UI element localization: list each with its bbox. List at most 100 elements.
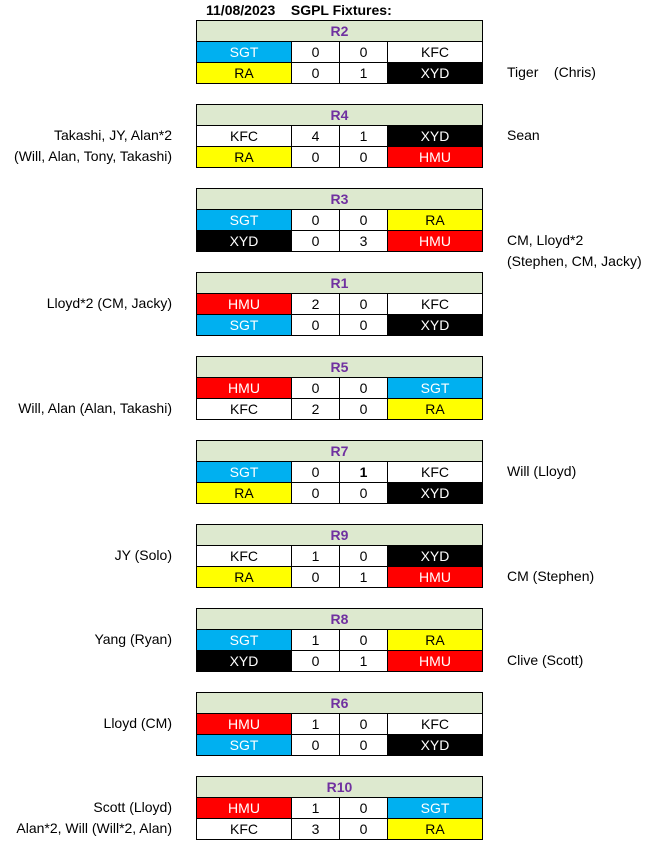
away-score: 0 bbox=[339, 209, 388, 231]
away-team: HMU bbox=[387, 230, 483, 252]
away-scorers-note: CM (Stephen) bbox=[507, 568, 595, 584]
round-label: R7 bbox=[196, 440, 483, 462]
away-score: 3 bbox=[339, 230, 388, 252]
away-team: HMU bbox=[387, 566, 483, 588]
round-label: R4 bbox=[196, 104, 483, 126]
away-scorers-note: Will (Lloyd) bbox=[507, 463, 577, 479]
away-score: 0 bbox=[339, 146, 388, 168]
away-team: HMU bbox=[387, 146, 483, 168]
home-scorers-note: Scott (Lloyd) bbox=[93, 799, 172, 815]
away-team: XYD bbox=[387, 734, 483, 756]
away-team: XYD bbox=[387, 545, 483, 567]
fixtures-title: SGPL Fixtures: bbox=[290, 2, 392, 18]
home-team: KFC bbox=[196, 125, 292, 147]
home-score: 0 bbox=[291, 62, 340, 84]
home-team: RA bbox=[196, 146, 292, 168]
round-label: R3 bbox=[196, 188, 483, 210]
home-scorers-note: Will, Alan (Alan, Takashi) bbox=[18, 400, 172, 416]
home-score: 0 bbox=[291, 230, 340, 252]
away-team: XYD bbox=[387, 62, 483, 84]
home-score: 0 bbox=[291, 146, 340, 168]
away-scorers-note: CM, Lloyd*2 bbox=[507, 232, 584, 248]
away-score: 0 bbox=[339, 545, 388, 567]
fixture-date: 11/08/2023 bbox=[206, 2, 276, 18]
away-team: KFC bbox=[387, 293, 483, 315]
home-score: 2 bbox=[291, 398, 340, 420]
away-scorers-note: Sean bbox=[507, 127, 540, 143]
away-score: 1 bbox=[339, 650, 388, 672]
home-team: KFC bbox=[196, 545, 292, 567]
away-score: 1 bbox=[339, 62, 388, 84]
away-scorers-note: Clive (Scott) bbox=[507, 652, 584, 668]
away-score: 1 bbox=[339, 461, 388, 483]
home-team: HMU bbox=[196, 797, 292, 819]
away-team: SGT bbox=[387, 377, 483, 399]
away-score: 0 bbox=[339, 377, 388, 399]
away-team: HMU bbox=[387, 650, 483, 672]
away-team: KFC bbox=[387, 41, 483, 63]
away-team: XYD bbox=[387, 314, 483, 336]
home-score: 0 bbox=[291, 650, 340, 672]
home-score: 0 bbox=[291, 377, 340, 399]
away-team: RA bbox=[387, 209, 483, 231]
home-score: 1 bbox=[291, 629, 340, 651]
away-score: 0 bbox=[339, 398, 388, 420]
away-score: 0 bbox=[339, 818, 388, 840]
home-team: SGT bbox=[196, 314, 292, 336]
home-team: XYD bbox=[196, 230, 292, 252]
away-score: 0 bbox=[339, 41, 388, 63]
home-team: SGT bbox=[196, 461, 292, 483]
away-team: KFC bbox=[387, 713, 483, 735]
round-label: R10 bbox=[196, 776, 483, 798]
home-score: 3 bbox=[291, 818, 340, 840]
away-scorers-note: Tiger (Chris) bbox=[507, 64, 596, 80]
round-label: R1 bbox=[196, 272, 483, 294]
assists-note: (Stephen, CM, Jacky) bbox=[507, 253, 642, 269]
away-team: RA bbox=[387, 398, 483, 420]
away-team: KFC bbox=[387, 461, 483, 483]
home-scorers-note: Alan*2, Will (Will*2, Alan) bbox=[16, 820, 172, 836]
away-team: SGT bbox=[387, 797, 483, 819]
home-team: RA bbox=[196, 62, 292, 84]
home-team: SGT bbox=[196, 629, 292, 651]
home-score: 2 bbox=[291, 293, 340, 315]
home-score: 0 bbox=[291, 41, 340, 63]
away-score: 0 bbox=[339, 314, 388, 336]
away-team: XYD bbox=[387, 482, 483, 504]
away-score: 0 bbox=[339, 629, 388, 651]
home-score: 4 bbox=[291, 125, 340, 147]
away-score: 0 bbox=[339, 293, 388, 315]
home-team: KFC bbox=[196, 818, 292, 840]
home-scorers-note: JY (Solo) bbox=[114, 547, 172, 563]
home-score: 0 bbox=[291, 461, 340, 483]
home-team: XYD bbox=[196, 650, 292, 672]
round-label: R9 bbox=[196, 524, 483, 546]
home-scorers-note: (Will, Alan, Tony, Takashi) bbox=[14, 148, 172, 164]
home-team: HMU bbox=[196, 293, 292, 315]
home-team: SGT bbox=[196, 734, 292, 756]
round-label: R2 bbox=[196, 20, 483, 42]
round-label: R8 bbox=[196, 608, 483, 630]
